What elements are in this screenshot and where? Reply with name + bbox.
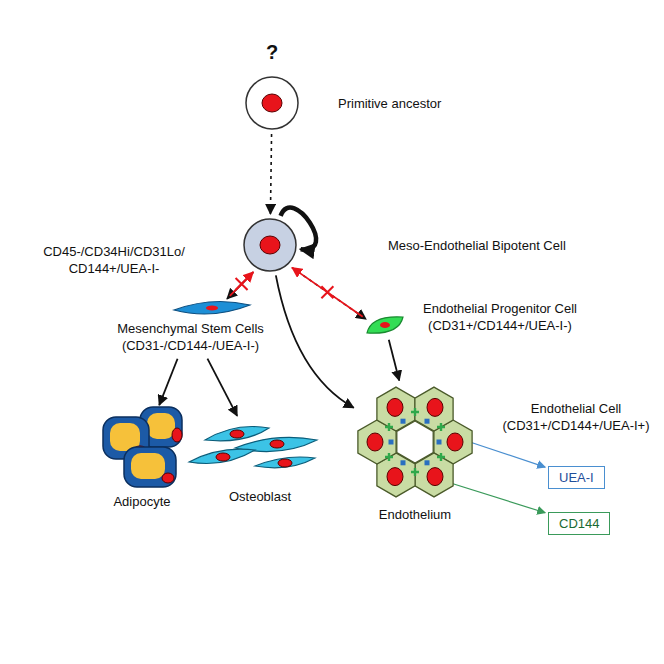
endothelium-cells: EndotheliumEndothelial Cell (CD31+/CD144…: [345, 382, 485, 502]
arrow-connector: [270, 134, 271, 214]
arrow-connector: [207, 359, 237, 416]
arrow-connector: [230, 272, 253, 296]
arrow-connector: [276, 275, 354, 407]
osteoblast-cells: Osteoblast: [185, 418, 320, 473]
marker-name: UEA-I: [559, 469, 594, 486]
arrow-connector: [292, 268, 363, 317]
marker-name: CD144: [559, 515, 599, 532]
cell-name: Meso-Endothelial Bipotent Cell: [388, 237, 618, 254]
cell-name: Osteoblast: [205, 488, 315, 505]
block-cross: [321, 286, 333, 298]
adipocyte-cells: Adipocyte: [100, 405, 185, 490]
cell-figure: [242, 217, 298, 273]
epc-cell: Endothelial Progenitor Cell (CD31+/CD144…: [365, 313, 405, 337]
marker-box: UEA-I: [548, 466, 605, 489]
cell-figure: [185, 418, 320, 473]
cell-name: Primitive ancestor: [338, 95, 508, 112]
cell-name: Endothelial Progenitor Cell (CD31+/CD144…: [400, 300, 600, 334]
marker-profile: CD45-/CD34Hi/CD31Lo/ CD144+/UEA-I-: [24, 243, 204, 277]
cell-figure: [345, 382, 485, 502]
cell-name: Endothelium: [345, 506, 485, 523]
ancestor-cell: ?Primitive ancestor: [244, 75, 300, 131]
arrow-connector: [227, 272, 253, 299]
question-mark: ?: [257, 40, 287, 64]
arrow-connector: [159, 359, 177, 405]
cell-figure: [100, 405, 185, 490]
block-cross: [236, 278, 248, 290]
arrow-connector: [389, 340, 399, 381]
msc-cell: Mesenchymal Stem Cells (CD31-/CD144-/UEA…: [108, 296, 273, 356]
marker-box: CD144: [548, 512, 610, 535]
cell-name: Endothelial Cell (CD31+/CD144+/UEA-I+): [494, 400, 658, 434]
cell-name: Mesenchymal Stem Cells (CD31-/CD144-/UEA…: [108, 320, 273, 354]
cell-figure: [365, 313, 405, 337]
arrow-connector: [292, 268, 366, 319]
cell-figure: [244, 75, 300, 131]
cell-name: Adipocyte: [92, 493, 192, 510]
bipotent-cell: CD45-/CD34Hi/CD31Lo/ CD144+/UEA-I-Meso-E…: [242, 217, 298, 273]
